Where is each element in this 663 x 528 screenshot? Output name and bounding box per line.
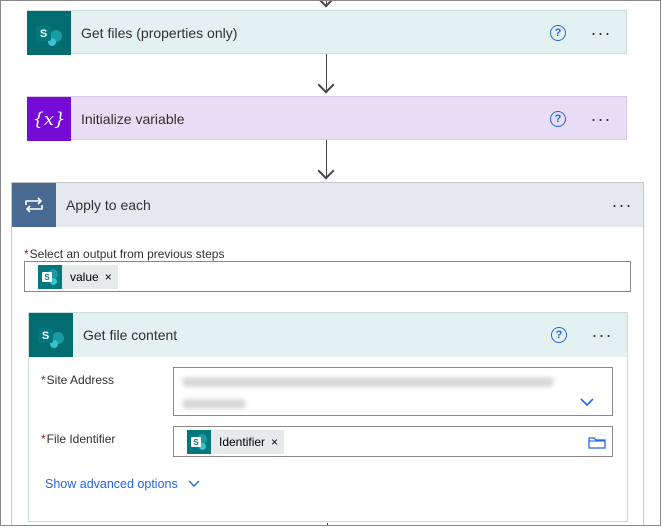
apply-to-each-container: Apply to each ··· *Select an output from…	[11, 182, 644, 525]
sharepoint-icon: S	[27, 11, 71, 55]
redacted-site-address	[182, 377, 554, 387]
loop-icon	[12, 183, 56, 227]
action-title: Get files (properties only)	[81, 25, 238, 41]
connector-2	[326, 140, 327, 178]
select-output-input[interactable]: S value ×	[24, 261, 631, 292]
help-icon[interactable]: ?	[550, 25, 566, 41]
sharepoint-icon: S	[187, 430, 211, 454]
apply-to-each-header[interactable]: Apply to each ···	[12, 183, 643, 227]
variable-icon: {x}	[27, 97, 71, 141]
action-title: Get file content	[83, 327, 178, 343]
sharepoint-icon: S	[29, 313, 73, 357]
value-token[interactable]: S value ×	[38, 265, 118, 289]
select-output-label: *Select an output from previous steps	[24, 247, 225, 261]
identifier-token[interactable]: S Identifier ×	[187, 430, 285, 454]
token-label: Identifier	[219, 435, 266, 449]
help-icon[interactable]: ?	[550, 111, 566, 127]
more-options-icon[interactable]: ···	[611, 195, 633, 215]
connector-1	[326, 54, 327, 92]
more-options-icon[interactable]: ···	[590, 23, 612, 43]
token-remove-icon[interactable]: ×	[104, 270, 112, 284]
show-advanced-options-link[interactable]: Show advanced options	[45, 477, 200, 491]
file-identifier-input[interactable]: S Identifier ×	[173, 426, 613, 457]
connector-1-arrow-icon	[317, 76, 335, 94]
chevron-down-icon[interactable]	[580, 398, 594, 407]
get-file-content-header[interactable]: S Get file content ? ···	[29, 313, 627, 357]
more-options-icon[interactable]: ···	[590, 109, 612, 129]
more-options-icon[interactable]: ···	[591, 325, 613, 345]
redacted-site-address	[182, 399, 246, 409]
sharepoint-icon: S	[38, 265, 62, 289]
site-address-input[interactable]	[173, 367, 613, 416]
connector-2-arrow-icon	[317, 162, 335, 180]
action-card-get-file-content: S Get file content ? ··· *Site Address *…	[28, 312, 628, 522]
action-card-get-files[interactable]: S Get files (properties only) ? ···	[27, 10, 627, 55]
connector-top	[326, 1, 327, 4]
site-address-label: *Site Address	[41, 373, 115, 387]
chevron-down-icon	[188, 480, 200, 487]
apply-to-each-title: Apply to each	[66, 197, 151, 213]
token-remove-icon[interactable]: ×	[271, 435, 279, 449]
help-icon[interactable]: ?	[551, 327, 567, 343]
file-identifier-label: *File Identifier	[41, 432, 116, 446]
connector-top-arrow-icon	[317, 1, 335, 8]
connector-bottom	[327, 523, 328, 525]
action-title: Initialize variable	[81, 111, 185, 127]
folder-icon[interactable]	[588, 436, 606, 449]
action-card-initialize-variable[interactable]: {x} Initialize variable ? ···	[27, 96, 627, 141]
token-label: value	[70, 270, 99, 284]
